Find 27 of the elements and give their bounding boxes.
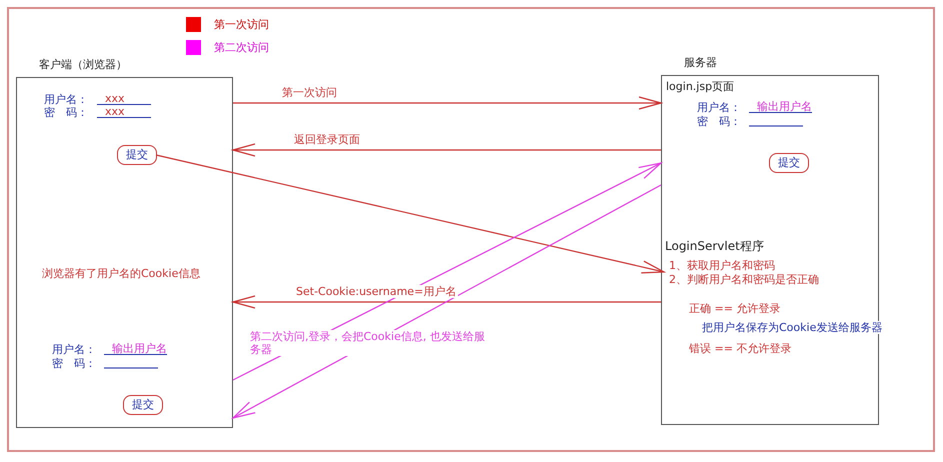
- arrow: [232, 295, 661, 309]
- edge-label: Set-Cookie:username=用户名: [294, 285, 458, 298]
- panel-heading: 客户端（浏览器）: [39, 58, 127, 71]
- arrow: [232, 143, 661, 157]
- arrow: [232, 184, 662, 419]
- legend-text: 第二次访问: [214, 41, 269, 54]
- form-text: 错误 == 不允许登录: [689, 342, 792, 355]
- panel-heading: 服务器: [684, 56, 717, 69]
- field-value: xxx: [97, 93, 151, 105]
- form-text: 正确 == 允许登录: [689, 302, 780, 315]
- step-text: 2、判断用户名和密码是否正确: [668, 273, 820, 287]
- field-value: 输出用户名: [749, 101, 812, 113]
- submit-button: 提交: [123, 395, 163, 415]
- field-value: 输出用户名: [104, 343, 167, 355]
- edge-label: 返回登录页面: [292, 133, 362, 146]
- arrow: [156, 154, 665, 274]
- submit-button: 提交: [117, 145, 157, 165]
- field-value: xxx: [97, 106, 151, 118]
- form-text: 把用户名保存为Cookie发送给服务器: [702, 321, 882, 334]
- form-text: login.jsp页面: [666, 80, 734, 93]
- legend-text: 第一次访问: [214, 18, 269, 31]
- edge-label: 第一次访问: [280, 86, 339, 99]
- edge-label: 第二次访问,登录，会把Cookie信息, 也发送给服务器: [248, 330, 487, 356]
- program-heading: LoginServlet程序: [665, 239, 765, 253]
- submit-button: 提交: [769, 153, 809, 173]
- arrow: [233, 96, 662, 110]
- step-text: 1、获取用户名和密码: [668, 259, 776, 273]
